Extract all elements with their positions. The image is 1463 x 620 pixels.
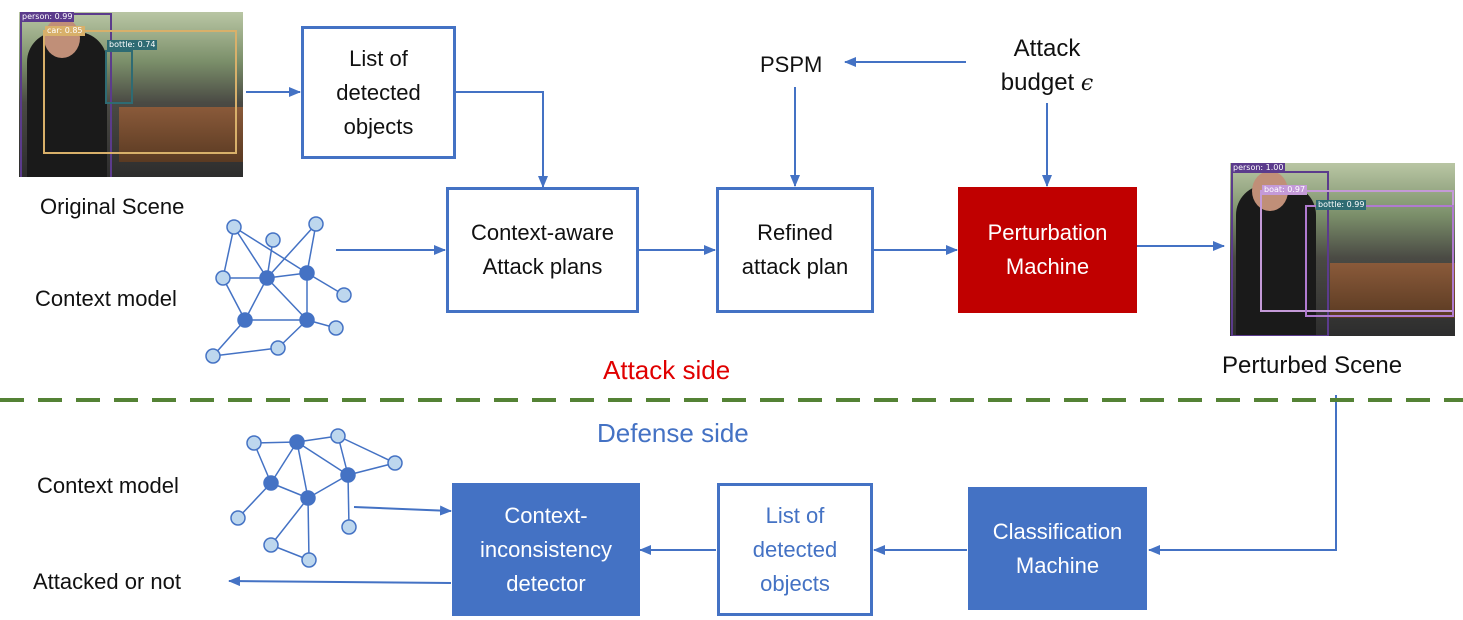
arrow-list-to-plans bbox=[456, 91, 548, 188]
scene-head bbox=[44, 18, 80, 58]
list-detected-objects-defense-box: List of detected objects bbox=[717, 483, 873, 616]
epsilon-symbol: ϵ bbox=[1080, 71, 1094, 96]
detection-box-bottle bbox=[105, 50, 133, 104]
detection-box-car bbox=[43, 30, 237, 154]
attacked-or-not-label: Attacked or not bbox=[33, 569, 181, 594]
perturbation-machine-text: Perturbation Machine bbox=[987, 220, 1108, 279]
classification-machine-box: Classification Machine bbox=[968, 487, 1147, 610]
context-model-label-attack: Context model bbox=[35, 286, 177, 311]
perturbed-scene-image: person: 1.00 boat: 0.97 bottle: 0.99 bbox=[1230, 163, 1455, 336]
detection-tag-person: person: 0.99 bbox=[20, 12, 75, 22]
list-detected-objects-text: List of detected objects bbox=[336, 45, 421, 139]
arrow-detector-to-output bbox=[228, 576, 452, 587]
context-inconsistency-detector-text: Context-inconsistency detector bbox=[479, 502, 613, 596]
context-inconsistency-detector-box: Context-inconsistency detector bbox=[452, 483, 640, 616]
detection-tag-car: car: 0.85 bbox=[45, 26, 85, 36]
refined-attack-plan-text: Refined attack plan bbox=[741, 220, 849, 279]
original-scene-label: Original Scene bbox=[40, 194, 185, 219]
perturbed-scene-grill bbox=[1330, 263, 1455, 318]
classification-machine-text: Classification Machine bbox=[992, 518, 1123, 578]
arrow-context-to-detector bbox=[353, 505, 452, 516]
defense-side-title: Defense side bbox=[597, 418, 749, 448]
context-aware-attack-plans-box: Context-aware Attack plans bbox=[446, 187, 639, 313]
context-model-graph-attack bbox=[205, 216, 352, 364]
list-detected-objects-box: List of detected objects bbox=[301, 26, 456, 159]
detection-box-bottle-perturbed bbox=[1305, 205, 1454, 317]
attack-budget-label: Attack budget ϵ bbox=[992, 32, 1102, 101]
detection-tag-person-perturbed: person: 1.00 bbox=[1231, 163, 1286, 173]
detection-tag-boat-perturbed: boat: 0.97 bbox=[1262, 185, 1308, 195]
list-detected-objects-defense-text: List of detected objects bbox=[752, 502, 838, 596]
attack-budget-text: Attack budget bbox=[1000, 35, 1081, 96]
pspm-label: PSPM bbox=[760, 52, 823, 77]
attack-side-title: Attack side bbox=[603, 355, 731, 385]
arrow-scene-to-classifier bbox=[1148, 395, 1337, 555]
perturbed-scene-label: Perturbed Scene bbox=[1222, 352, 1403, 379]
context-model-label-defense: Context model bbox=[37, 473, 179, 498]
refined-attack-plan-box: Refined attack plan bbox=[716, 187, 874, 313]
context-model-graph-defense bbox=[230, 428, 403, 568]
context-aware-attack-plans-text: Context-aware Attack plans bbox=[470, 220, 615, 279]
detection-tag-bottle-perturbed: bottle: 0.99 bbox=[1316, 200, 1367, 210]
perturbation-machine-box: Perturbation Machine bbox=[958, 187, 1137, 313]
original-scene-image: person: 0.99 car: 0.85 bottle: 0.74 bbox=[19, 12, 243, 177]
detection-tag-bottle: bottle: 0.74 bbox=[107, 40, 158, 50]
